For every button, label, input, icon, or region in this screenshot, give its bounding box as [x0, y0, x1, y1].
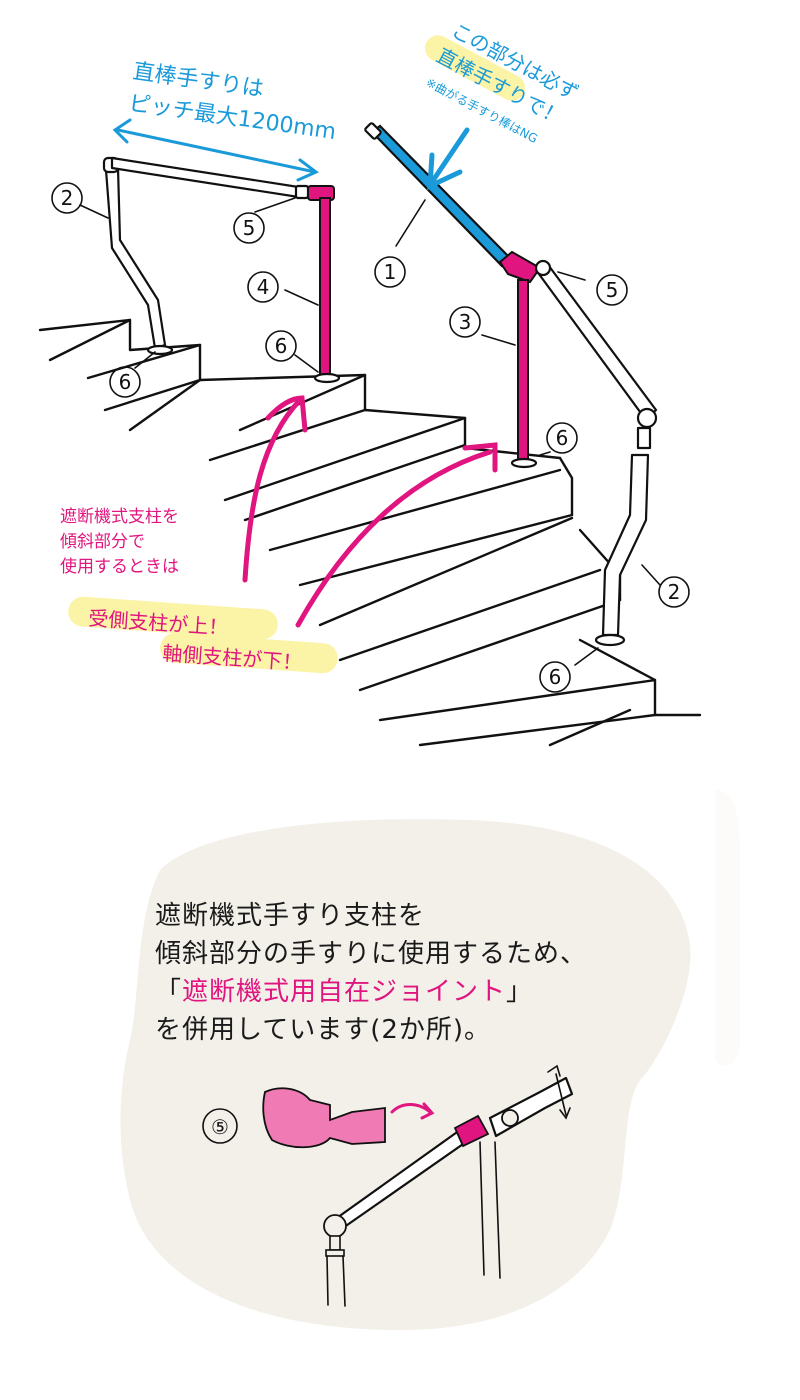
detail-label: ⑤ — [211, 1115, 229, 1139]
blue-straight-rail — [364, 122, 542, 284]
pink-arrows — [242, 395, 498, 628]
railing-detail — [323, 1064, 574, 1307]
callout-2-left: 2 — [51, 182, 83, 214]
pink-post-4 — [313, 197, 341, 384]
callout-6-b: 6 — [265, 330, 297, 362]
callout-5-right: 5 — [596, 274, 628, 306]
pink-post-3 — [510, 279, 538, 469]
pitch-arrow — [112, 118, 319, 182]
callout-2-right: 2 — [658, 576, 690, 608]
callout-circles: 2 5 4 6 6 1 3 5 6 2 6 — [51, 182, 690, 693]
bracket-open: 「 — [155, 977, 183, 1007]
svg-text:6: 6 — [549, 665, 562, 689]
svg-text:5: 5 — [606, 278, 619, 302]
pitch-note-line2: ピッチ最大1200mm — [127, 91, 337, 145]
right-rail-and-bent-post — [534, 259, 658, 647]
side-note-line1: 遮断機式支柱を — [60, 507, 179, 527]
highlight-lower — [160, 632, 338, 674]
stairs — [38, 318, 702, 747]
callout-5-left: 5 — [233, 212, 265, 244]
explanation-line4: を併用しています(2か所)。 — [155, 1015, 492, 1045]
top-left-rail — [110, 156, 335, 201]
explanation-line1: 遮断機式手すり支柱を — [155, 901, 426, 931]
side-note-line3: 使用するときは — [60, 556, 179, 577]
joint-product-name: 遮断機式用自在ジョイント — [182, 977, 507, 1007]
callout-leaders — [79, 197, 661, 666]
svg-text:2: 2 — [668, 580, 681, 604]
svg-text:5: 5 — [243, 216, 256, 240]
staircase-diagram: 2 5 4 6 6 1 3 5 6 2 6 直棒手すりは ピッチ最大1200mm… — [38, 18, 702, 747]
callout-4: 4 — [247, 271, 279, 303]
svg-text:6: 6 — [556, 426, 569, 450]
callout-6-d: 6 — [539, 661, 571, 693]
callout-6-a: 6 — [109, 366, 141, 398]
highlight-upper — [68, 596, 278, 640]
explanation-line2: 傾斜部分の手すりに使用するため、 — [155, 939, 588, 969]
svg-text:6: 6 — [275, 334, 288, 358]
highlight-top-right — [424, 35, 526, 101]
bracket-close: 」 — [506, 977, 534, 1007]
callout-3: 3 — [449, 306, 481, 338]
side-note-line2: 傾斜部分で — [60, 532, 145, 552]
joint-part-illustration: ⑤ — [202, 1087, 435, 1149]
callout-1: 1 — [374, 256, 406, 288]
svg-text:1: 1 — [384, 260, 397, 284]
explanation-line3: 「遮断機式用自在ジョイント」 — [155, 973, 587, 1011]
down-arrow-icon — [427, 127, 470, 191]
explanation-text: 遮断機式手すり支柱を 傾斜部分の手すりに使用するため、 「遮断機式用自在ジョイン… — [155, 897, 587, 1049]
svg-text:2: 2 — [61, 186, 74, 210]
svg-text:4: 4 — [257, 275, 270, 299]
callout-6-c: 6 — [546, 422, 578, 454]
svg-text:6: 6 — [119, 370, 132, 394]
bent-post-left — [102, 156, 174, 356]
svg-text:3: 3 — [459, 310, 472, 334]
